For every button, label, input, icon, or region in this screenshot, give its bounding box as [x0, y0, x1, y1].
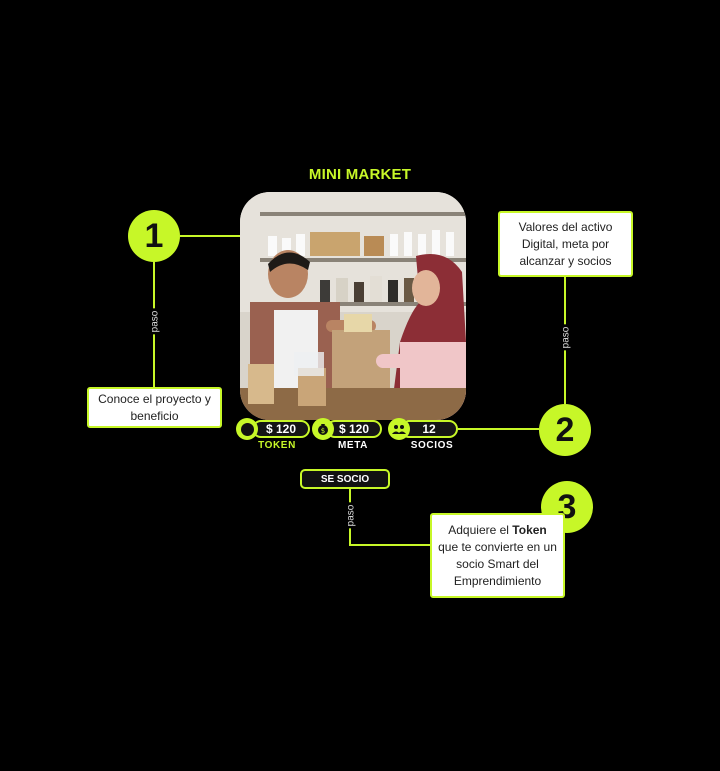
token-value: $ 120	[252, 420, 310, 438]
step-1-connector-label: paso	[149, 308, 161, 335]
step-3-connector-label: paso	[345, 502, 357, 529]
token-label: TOKEN	[258, 440, 296, 451]
people-icon	[388, 418, 410, 440]
se-socio-button[interactable]: SE SOCIO	[300, 469, 390, 489]
market-photo	[240, 192, 466, 420]
step-1-description: Conoce el proyecto y beneficio	[87, 387, 222, 428]
token-icon	[236, 418, 258, 440]
step-3-description: Adquiere el Token que te convierte en un…	[430, 513, 565, 598]
step-2-description: Valores del activo Digital, meta por alc…	[498, 211, 633, 277]
meta-label: META	[338, 440, 368, 451]
step-1-marker: 1	[128, 210, 180, 262]
money-bag-icon: $	[312, 418, 334, 440]
svg-text:$: $	[321, 427, 325, 435]
step-2-connector-label: paso	[560, 324, 572, 351]
meta-value: $ 120	[326, 420, 382, 438]
socios-label: SOCIOS	[410, 440, 454, 451]
step-2-marker: 2	[539, 404, 591, 456]
page-title: MINI MARKET	[308, 166, 412, 183]
